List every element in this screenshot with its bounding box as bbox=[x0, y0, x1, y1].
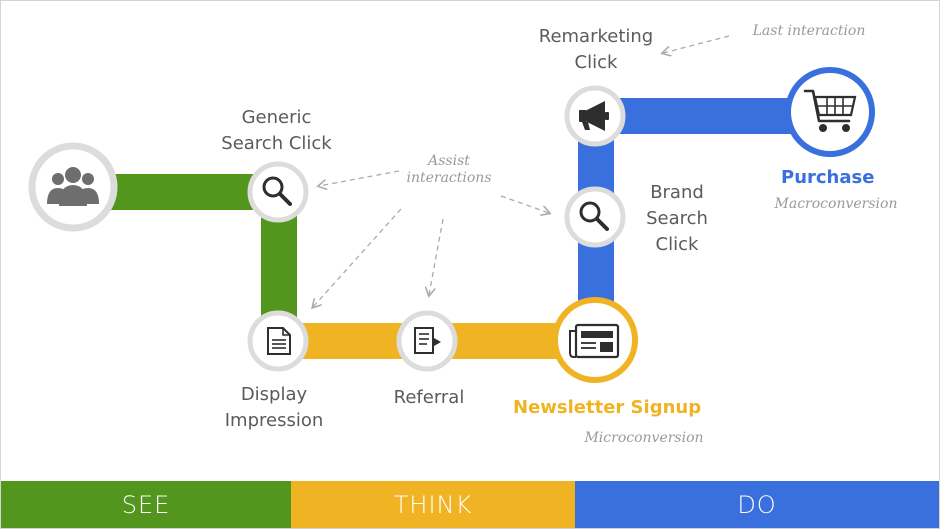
document-icon bbox=[267, 327, 291, 355]
audience-node bbox=[28, 142, 118, 232]
remarketing-label: Remarketing Click bbox=[538, 26, 654, 73]
funnel-stages-bar: SEE THINK DO bbox=[1, 481, 939, 528]
assist-arrow-display bbox=[313, 208, 402, 307]
search-icon bbox=[262, 176, 292, 206]
purchase-sublabel: Macroconversion bbox=[774, 196, 898, 212]
newsletter-node[interactable] bbox=[552, 297, 638, 383]
brand-search-label: Brand Search Click bbox=[646, 182, 708, 255]
newsletter-sublabel: Microconversion bbox=[584, 430, 704, 446]
assist-arrow-brand-search bbox=[500, 195, 549, 213]
assist-arrow-referral bbox=[429, 218, 444, 295]
annotation-arrows bbox=[313, 35, 730, 307]
referral-node[interactable] bbox=[396, 310, 458, 372]
assist-arrow-generic-search bbox=[319, 170, 400, 186]
assist-interactions-annotation: Assist interactions bbox=[406, 153, 492, 186]
display-node[interactable] bbox=[247, 310, 309, 372]
last-interaction-arrow bbox=[663, 35, 730, 53]
referral-label: Referral bbox=[393, 387, 465, 408]
display-label: Display Impression bbox=[224, 384, 324, 431]
purchase-title: Purchase bbox=[781, 167, 875, 188]
brand-search-node[interactable] bbox=[564, 186, 626, 248]
path-diagram-svg bbox=[28, 35, 875, 383]
stage-think: THINK bbox=[291, 481, 575, 528]
stage-see: SEE bbox=[1, 481, 291, 528]
users-icon bbox=[47, 167, 99, 206]
newsletter-title: Newsletter Signup bbox=[513, 397, 702, 418]
purchase-node[interactable] bbox=[785, 67, 875, 157]
remarketing-node[interactable] bbox=[564, 85, 626, 147]
generic-search-label: Generic Search Click bbox=[221, 107, 332, 154]
megaphone-icon bbox=[579, 101, 609, 131]
shopping-cart-icon bbox=[803, 89, 857, 132]
search-icon bbox=[579, 201, 609, 231]
stage-do: DO bbox=[575, 481, 939, 528]
last-interaction-annotation: Last interaction bbox=[752, 23, 866, 39]
referral-icon bbox=[414, 327, 441, 354]
newspaper-icon bbox=[569, 323, 620, 359]
generic-search-node[interactable] bbox=[247, 161, 309, 223]
